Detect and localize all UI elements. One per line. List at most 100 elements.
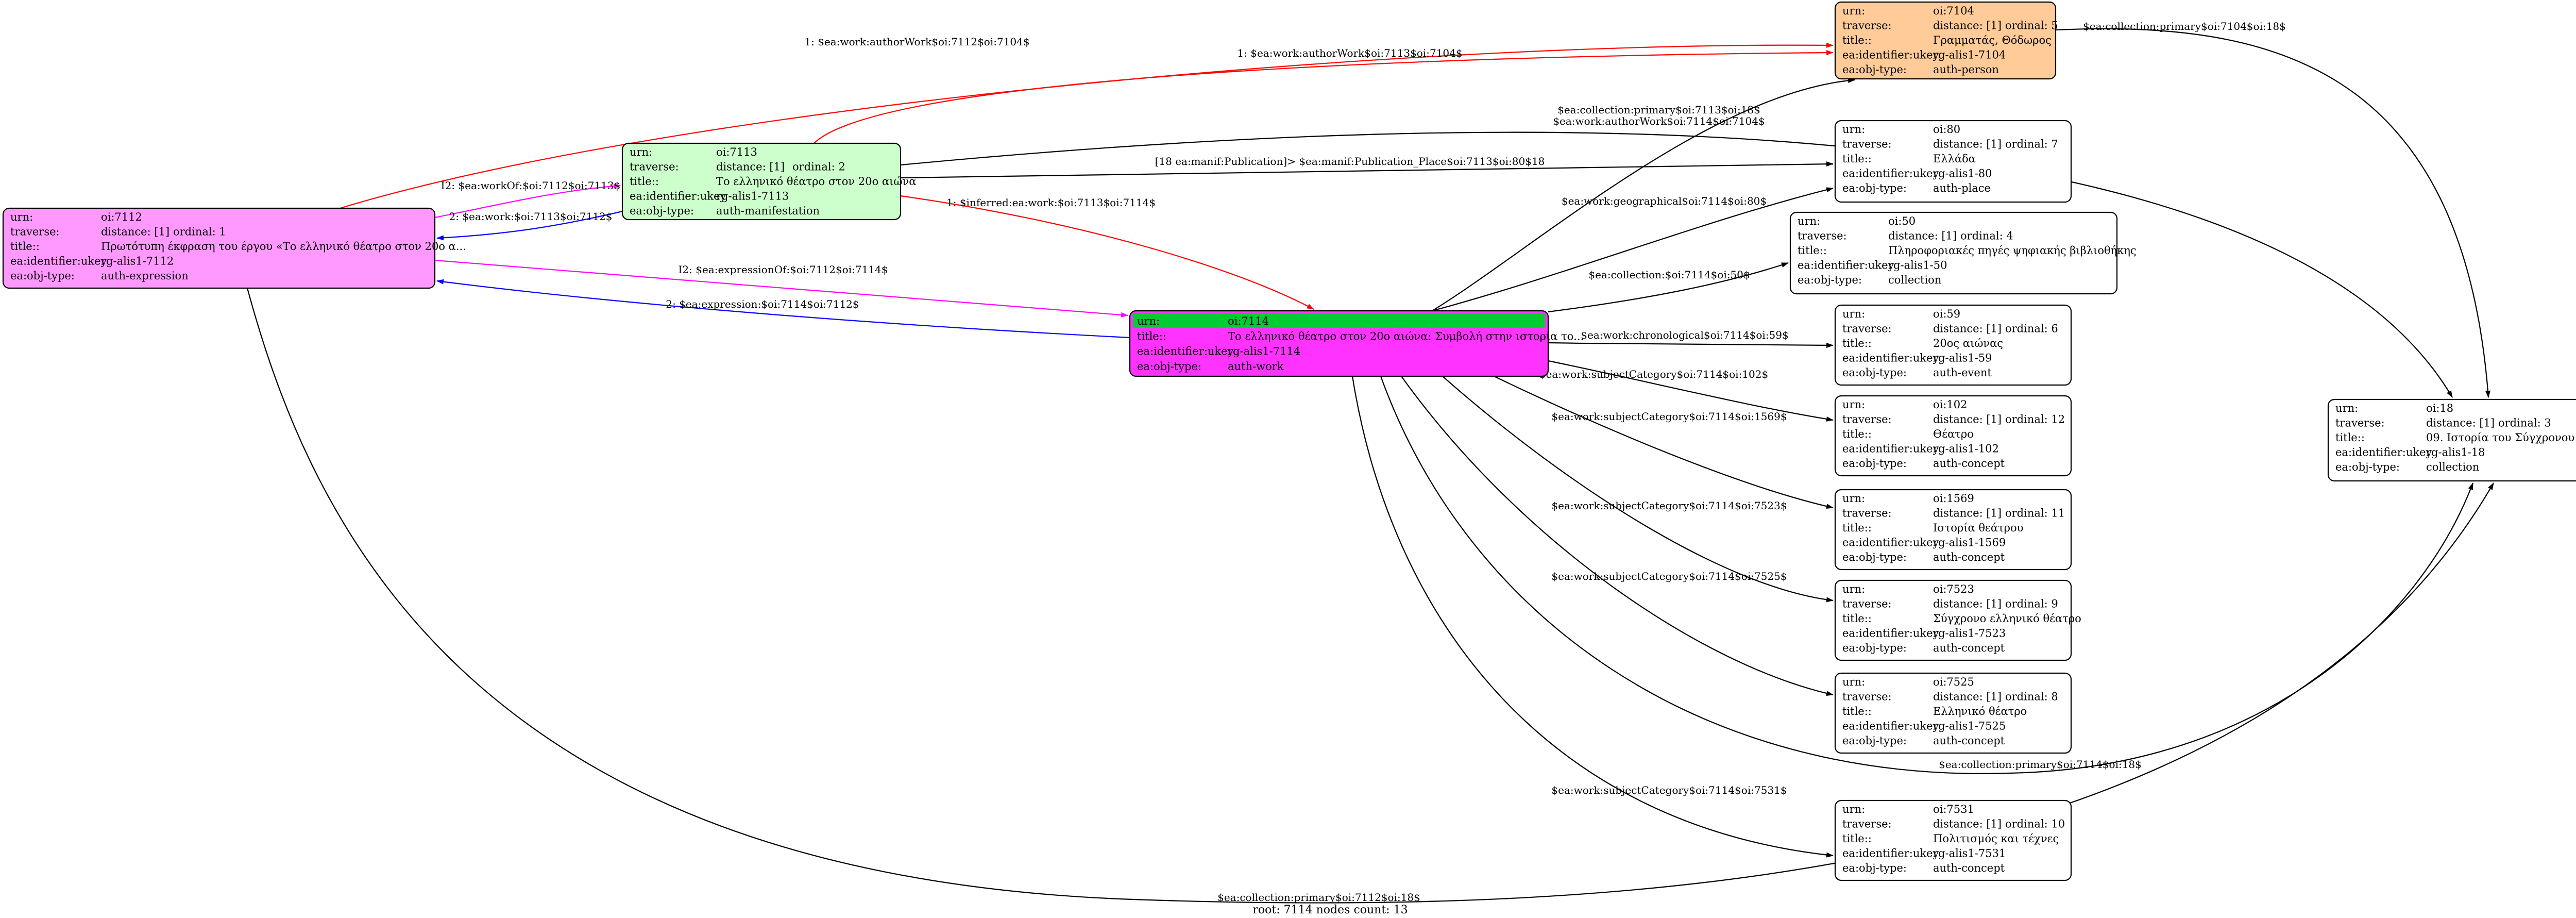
node-field-value: Το ελληνικό θέατρο στον 20ο αιώνα <box>716 175 916 188</box>
edge-label: $ea:work:subjectCategory$oi:7114$oi:102$ <box>1539 368 1768 380</box>
node-field-value: Πληροφοριακές πηγές ψηφιακής βιβλιοθήκης <box>1888 244 2137 257</box>
node-field-key: ea:obj-type: <box>1842 182 1907 194</box>
node-field-value: rg-alis1-1569 <box>1933 537 2006 549</box>
node-field-value: Ιστορία θεάτρου <box>1933 522 2023 534</box>
node-field-key: urn: <box>1842 123 1865 136</box>
node-field-key: ea:identifier:ukey <box>1842 352 1939 364</box>
edge-line <box>1401 376 1834 696</box>
node-field-value: distance: [1] <box>1933 691 2002 703</box>
node-field-value: oi:7114 <box>1228 315 1269 327</box>
edge-e4: $ea:collection:primary$oi:7113$oi:18$ <box>900 104 2453 398</box>
node-field-ordinal: ordinal: 6 <box>2005 323 2058 335</box>
node-box[interactable] <box>1789 211 2118 295</box>
node-field-key: ea:identifier:ukey <box>1842 168 1939 180</box>
node-field-ordinal: ordinal: 8 <box>2005 691 2058 703</box>
node-field-value: 20ος αιώνας <box>1933 337 2003 349</box>
edge-line <box>900 195 1314 310</box>
node-field-value: rg-alis1-7112 <box>101 255 174 268</box>
edge-label: $ea:collection:primary$oi:7112$oi:18$ <box>1217 891 1420 904</box>
node-field-key: traverse: <box>1842 413 1892 426</box>
node-field-key: traverse: <box>1842 323 1892 335</box>
node-field-key: title:: <box>1842 612 1872 625</box>
node-field-value: rg-alis1-7113 <box>716 190 789 203</box>
node-field-key: urn: <box>2335 402 2358 414</box>
node-field-key: ea:identifier:ukey <box>1842 847 1939 860</box>
node-field-value: distance: [1] <box>1888 230 1957 242</box>
node-box[interactable] <box>1834 489 2072 571</box>
edge-line <box>1548 342 1834 348</box>
node-field-value: Θέατρο <box>1933 428 1974 440</box>
node-box[interactable] <box>2327 398 2576 482</box>
node-box[interactable] <box>621 142 902 221</box>
node-field-key: title:: <box>1137 330 1166 342</box>
node-field-value: distance: [1] <box>716 161 785 173</box>
edge-label: 1: $ea:work:authorWork$oi:7113$oi:7104$ <box>1237 47 1462 59</box>
node-field-value: oi:1569 <box>1933 492 1974 505</box>
edge-line <box>1548 360 1834 422</box>
node-field-ordinal: ordinal: 5 <box>2005 20 2058 32</box>
node-field-key: title:: <box>1842 153 1872 165</box>
node-field-ordinal: ordinal: 1 <box>173 226 226 238</box>
node-field-key: ea:identifier:ukey <box>1842 443 1939 455</box>
node-field-key: ea:obj-type: <box>1842 862 1907 874</box>
node-field-key: ea:obj-type: <box>630 205 694 217</box>
node-field-key: ea:obj-type: <box>1842 735 1907 747</box>
node-field-key: ea:identifier:ukey <box>1842 537 1939 549</box>
edge-label: 2: $ea:expression:$oi:7114$oi:7112$ <box>666 298 859 310</box>
node-field-ordinal: ordinal: 10 <box>2005 818 2065 830</box>
edge-line <box>246 288 2494 904</box>
edge-label: 1: $inferred:ea:work:$oi:7113$oi:7114$ <box>946 196 1156 209</box>
node-field-key: ea:obj-type: <box>1137 360 1201 373</box>
edge-label: 1: $ea:work:authorWork$oi:7112$oi:7104$ <box>804 36 1029 48</box>
node-field-key: urn: <box>10 211 33 223</box>
node-field-key: traverse: <box>2335 417 2385 429</box>
node-field-value: distance: [1] <box>1933 323 2002 335</box>
node-box[interactable] <box>1834 672 2072 754</box>
node-field-value: oi:80 <box>1933 123 1960 136</box>
node-field-ordinal: ordinal: 4 <box>1960 230 2013 242</box>
edge-e5: $ea:work:authorWork$oi:7114$oi:7104$ <box>1432 78 1855 311</box>
edge-line <box>2055 28 2490 398</box>
edge-line <box>434 183 621 219</box>
node-field-value: oi:18 <box>2426 402 2453 414</box>
node-field-key: ea:identifier:ukey <box>10 255 107 268</box>
node-field-value: collection <box>1888 274 1941 286</box>
node-field-key: ea:identifier:ukey <box>1798 259 1894 272</box>
node-box[interactable] <box>1834 120 2072 203</box>
edge-e16: $ea:work:subjectCategory$oi:7114$oi:1569… <box>1494 376 1834 509</box>
node-field-value: Ελληνικό θέατρο <box>1933 705 2027 717</box>
node-field-key: title:: <box>1842 34 1872 46</box>
node-box[interactable] <box>1834 395 2072 477</box>
node-field-key: traverse: <box>1798 230 1847 242</box>
node-field-key: title:: <box>1842 428 1872 440</box>
node-field-value: distance: [1] <box>1933 20 2002 32</box>
node-field-key: urn: <box>1842 676 1865 688</box>
node-box[interactable] <box>2 207 436 289</box>
node-box[interactable] <box>1834 304 2072 386</box>
node-field-value: oi:102 <box>1933 398 1968 411</box>
node-box[interactable] <box>1834 1 2057 80</box>
node-box[interactable] <box>1834 799 2072 881</box>
node-field-key: traverse: <box>630 161 679 173</box>
node-box[interactable] <box>1834 579 2072 661</box>
node-field-key: traverse: <box>1842 598 1892 610</box>
node-field-value: oi:7112 <box>101 211 142 223</box>
edge-label: $ea:work:chronological$oi:7114$oi:59$ <box>1581 329 1788 341</box>
node-field-value: auth-manifestation <box>716 205 820 217</box>
edge-e13: $ea:collection:$oi:7114$oi:50$ <box>1548 262 1789 313</box>
edge-e21: $ea:collection:primary$oi:7112$oi:18$ <box>246 288 2494 904</box>
